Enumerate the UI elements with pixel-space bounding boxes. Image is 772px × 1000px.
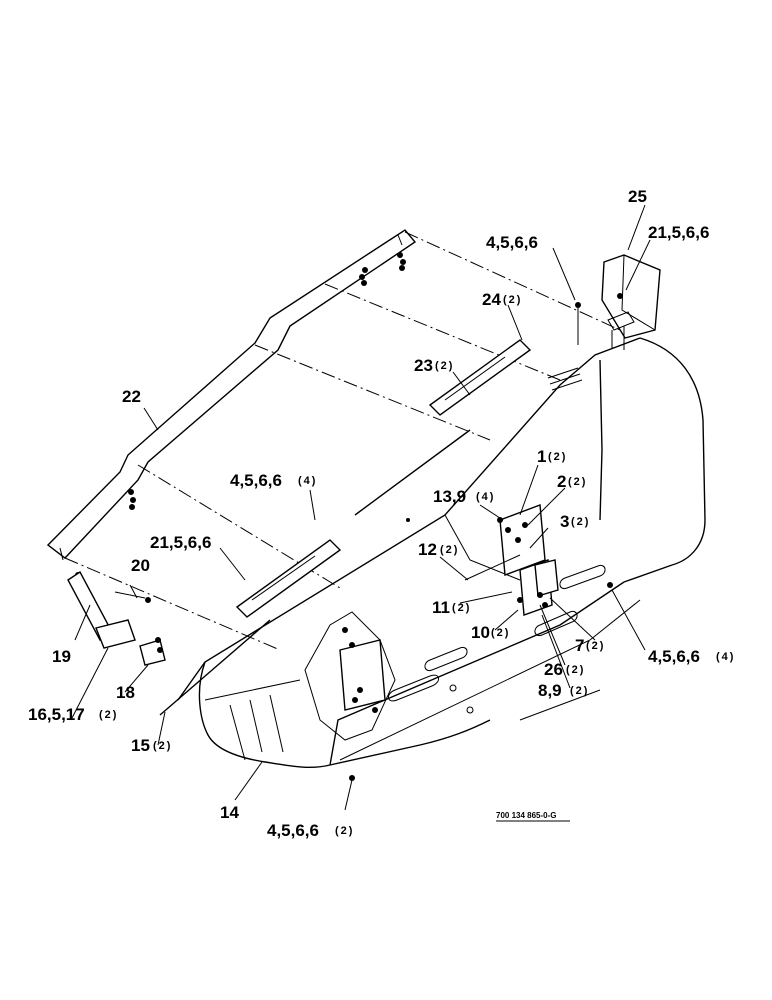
- drawing-number: 700 134 865-0-G: [496, 811, 557, 820]
- callout-8-qty: (2): [570, 685, 589, 697]
- callout-2-qty: (2): [568, 476, 587, 488]
- callout-11-label: 11: [432, 598, 450, 617]
- callout-4b-label: 4,5,6,6: [230, 471, 282, 490]
- callout-24-qty: (2): [503, 294, 522, 306]
- callout-15-label: 15: [131, 736, 150, 755]
- callout-16-label: 16,5,17: [28, 705, 85, 724]
- callout-15-qty: (2): [153, 740, 172, 752]
- callout-1-label: 1: [537, 447, 546, 466]
- callout-22-label: 22: [122, 387, 141, 406]
- callout-4d-label: 4,5,6,6: [267, 821, 319, 840]
- callout-7-qty: (2): [586, 640, 605, 652]
- callout-18-label: 18: [116, 683, 135, 702]
- callout-10-label: 10: [471, 623, 490, 642]
- callout-21a-label: 21,5,6,6: [648, 223, 709, 242]
- callout-3-qty: (2): [571, 516, 590, 528]
- housing-drawing: [177, 337, 706, 769]
- callout-26-label: 26: [544, 660, 563, 679]
- callout-4b-qty: (4): [298, 475, 317, 487]
- callout-24-label: 24: [482, 290, 501, 309]
- callout-20-label: 20: [131, 556, 150, 575]
- callout-10-qty: (2): [491, 627, 510, 639]
- callout-21b-label: 21,5,6,6: [150, 533, 211, 552]
- control-box-drawing: [575, 254, 661, 350]
- callout-13-qty: (4): [476, 491, 495, 503]
- callout-13-label: 13,9: [433, 487, 466, 506]
- callout-labels: 25 21,5,6,6 4,5,6,6 24 (2) 23 (2) 22 1 (…: [28, 187, 735, 840]
- right-bracket-drawing: [464, 504, 613, 616]
- callout-19-label: 19: [52, 647, 71, 666]
- left-bracket-drawing: [304, 611, 396, 741]
- callout-11-qty: (2): [452, 602, 471, 614]
- callout-14-label: 14: [220, 803, 239, 822]
- leader-lines: [71, 204, 651, 811]
- callout-4d-qty: (2): [335, 825, 354, 837]
- callout-8-label: 8,9: [538, 681, 562, 700]
- callout-4c-qty: (4): [716, 651, 735, 663]
- callout-4a-label: 4,5,6,6: [486, 233, 538, 252]
- rail-drawings: [159, 339, 532, 716]
- callout-23-label: 23: [414, 356, 433, 375]
- callout-3-label: 3: [560, 512, 569, 531]
- left-support-drawing: [67, 570, 166, 666]
- callout-12-qty: (2): [440, 544, 459, 556]
- callout-2-label: 2: [557, 472, 566, 491]
- callout-7-label: 7: [575, 636, 584, 655]
- callout-25-label: 25: [628, 187, 647, 206]
- callout-16-qty: (2): [99, 709, 118, 721]
- callout-23-qty: (2): [435, 360, 454, 372]
- callout-4c-label: 4,5,6,6: [648, 647, 700, 666]
- callout-12-label: 12: [418, 540, 437, 559]
- callout-26-qty: (2): [566, 664, 585, 676]
- callout-1-qty: (2): [548, 451, 567, 463]
